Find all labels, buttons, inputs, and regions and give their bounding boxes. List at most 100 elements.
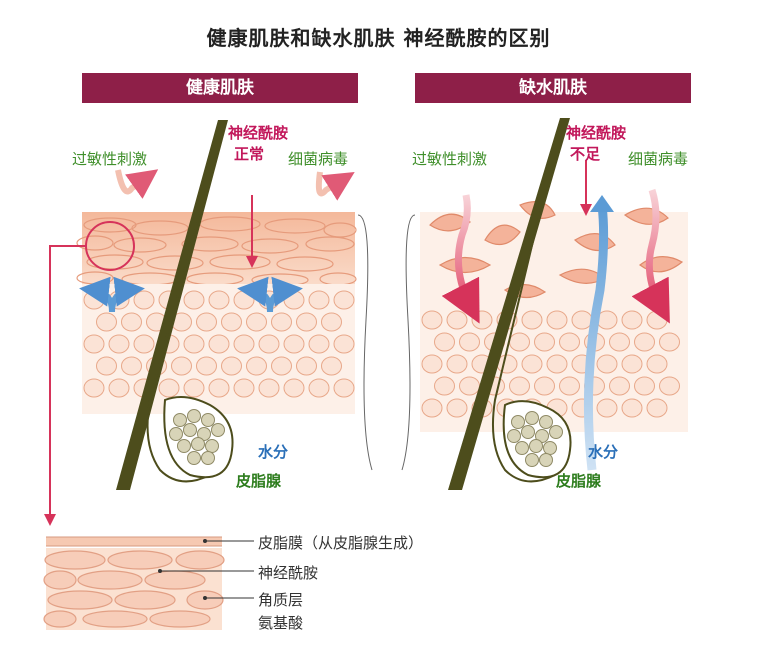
healthy-sebaceous-label: 皮脂腺: [236, 472, 282, 490]
skin-cell: [208, 378, 230, 398]
sebum-granule: [201, 451, 215, 465]
dry-sebum-granules: [507, 411, 563, 467]
skin-cell: [308, 334, 330, 354]
dry-follicle-line: [492, 211, 556, 483]
skin-cell: [246, 356, 267, 376]
skin-cell: [646, 310, 668, 330]
skin-cell: [659, 376, 680, 396]
skin-cell: [621, 354, 643, 374]
skin-cell: [283, 378, 305, 398]
skin-cell: [196, 312, 217, 332]
dry-ceramide-status: 不足: [570, 145, 601, 163]
healthy-bacteria-label: 细菌病毒: [288, 150, 349, 168]
sebum-granule: [543, 441, 557, 455]
skin-cell: [509, 376, 530, 396]
healthy-panel: [44, 120, 373, 526]
legend-amino-acid-label: 氨基酸: [258, 614, 304, 632]
skin-cell: [283, 290, 305, 310]
dry-banner: 缺水肌肤: [415, 73, 691, 103]
sebum-granule: [201, 413, 215, 427]
skin-cell: [521, 354, 543, 374]
sebum-granule: [539, 415, 553, 429]
healthy-ceramide-status: 正常: [234, 145, 265, 163]
skin-cell: [158, 378, 180, 398]
sebum-granule: [525, 411, 539, 425]
healthy-living-cells: [83, 290, 355, 398]
skin-cell: [296, 356, 317, 376]
skin-cell: [308, 290, 330, 310]
dry-panel: [401, 118, 688, 490]
skin-cell: [446, 354, 468, 374]
skin-cell: [534, 376, 555, 396]
skin-cell: [296, 312, 317, 332]
skin-cell: [133, 290, 155, 310]
sebum-granule: [549, 425, 563, 439]
skin-cell: [83, 334, 105, 354]
skin-cell: [183, 334, 205, 354]
skin-cell: [459, 332, 480, 352]
skin-cell: [621, 310, 643, 330]
healthy-water-label: 水分: [258, 443, 289, 461]
dry-hair-shaft: [448, 118, 570, 490]
zoom-connector: [44, 245, 86, 526]
legend-sebum-film-label: 皮脂膜（从皮脂腺生成）: [258, 534, 424, 552]
healthy-allergy-bounce-arrow: [115, 169, 159, 199]
skin-cell: [421, 310, 443, 330]
dry-bacteria-invade-arrow: [631, 188, 670, 324]
skin-cell: [321, 356, 342, 376]
sebum-granule: [539, 453, 553, 467]
sebum-granule: [515, 441, 529, 455]
skin-cell: [83, 378, 105, 398]
legend-ceramide-label: 神经酰胺: [258, 564, 319, 582]
sebum-granule: [169, 427, 183, 441]
dry-allergy-invade-arrow: [441, 194, 480, 324]
skin-cell: [596, 354, 618, 374]
sebum-granule: [191, 437, 205, 451]
skin-cell: [509, 332, 530, 352]
skin-cell: [621, 398, 643, 418]
dry-living-cells: [421, 310, 680, 418]
skin-cell: [646, 354, 668, 374]
skin-cell: [596, 398, 618, 418]
skin-cell: [446, 398, 468, 418]
skin-cell: [246, 312, 267, 332]
legend-stratum-label: 角质层: [258, 591, 304, 609]
skin-cell: [434, 376, 455, 396]
skin-cell: [333, 290, 355, 310]
dry-ceramide-label: 神经酰胺: [566, 124, 627, 142]
healthy-water-arrow-left: [79, 276, 145, 400]
sebum-granule: [187, 451, 201, 465]
skin-cell: [208, 290, 230, 310]
healthy-follicle-line: [146, 211, 211, 483]
dry-water-escape-arrowhead: [590, 195, 614, 212]
skin-cell: [133, 334, 155, 354]
skin-cell: [233, 378, 255, 398]
legend-stratum-cells: [43, 550, 225, 628]
healthy-depth-bracket: [357, 214, 373, 471]
skin-cell: [221, 356, 242, 376]
skin-cell: [434, 332, 455, 352]
skin-cell: [521, 310, 543, 330]
healthy-banner: 健康肌肤: [82, 73, 358, 103]
sebum-granule: [187, 409, 201, 423]
skin-cell: [609, 376, 630, 396]
sebum-granule: [183, 423, 197, 437]
dry-water-label: 水分: [588, 443, 619, 461]
skin-cell: [571, 310, 593, 330]
dry-sebaceous-label: 皮脂腺: [556, 472, 602, 490]
skin-cell: [233, 334, 255, 354]
skin-cell: [183, 290, 205, 310]
skin-cell: [333, 334, 355, 354]
skin-cell: [283, 334, 305, 354]
skin-cell: [546, 354, 568, 374]
skin-cell: [221, 312, 242, 332]
skin-cell: [171, 356, 192, 376]
sebum-granule: [173, 413, 187, 427]
skin-cell: [308, 378, 330, 398]
dry-allergy-label: 过敏性刺激: [412, 150, 488, 168]
skin-cell: [471, 310, 493, 330]
skin-cell: [421, 398, 443, 418]
skin-cell: [121, 356, 142, 376]
zoom-legend: [43, 536, 254, 630]
